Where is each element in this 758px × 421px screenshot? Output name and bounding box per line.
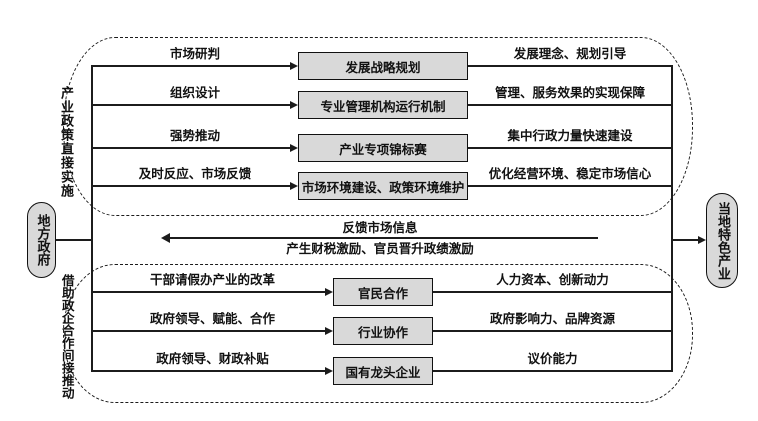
top-row4-left-line — [92, 185, 291, 187]
top-row2-left-line — [92, 104, 291, 106]
right-node-arrowhead-icon — [698, 235, 706, 244]
top-row1-arrowhead-icon — [290, 61, 298, 70]
top-group-outline — [63, 37, 693, 216]
bottom-row1-right-line — [433, 291, 672, 293]
right-trunk-line — [671, 65, 673, 372]
bottom-row2-right-label: 政府影响力、品牌资源 — [489, 311, 615, 326]
top-row3-right-label: 集中行政力量快速建设 — [507, 128, 633, 143]
top-row2-left-label: 组织设计 — [169, 85, 220, 100]
top-row4-arrowhead-icon — [290, 181, 298, 190]
bottom-row3-right-label: 议价能力 — [527, 351, 578, 366]
top-row2-right-label: 管理、服务效果的实现保障 — [494, 85, 645, 100]
left-trunk-line — [91, 65, 93, 373]
right-node-connector-line — [673, 239, 698, 241]
top-row3-left-line — [92, 146, 291, 150]
top-row3-left-label: 强势推动 — [169, 128, 220, 143]
top-row2-box: 专业管理机构运行机制 — [298, 91, 468, 119]
bottom-row2-left-line — [92, 330, 326, 332]
top-row1-right-label: 发展理念、规划引导 — [513, 46, 627, 61]
bottom-row3-left-line — [92, 370, 326, 372]
feedback-top-label: 反馈市场信息 — [342, 220, 418, 235]
feedback-bottom-label: 产生财税激励、官员晋升政绩激励 — [286, 241, 474, 256]
local-specialty-industry-label: 当地特色产业 — [715, 201, 730, 280]
top-row4-right-line — [468, 185, 672, 187]
bottom-group-outline — [63, 264, 693, 403]
local-government-label: 地方政府 — [34, 214, 50, 266]
bottom-row3-right-line — [433, 370, 672, 372]
local-specialty-industry-node: 当地特色产业 — [706, 193, 738, 288]
top-row1-left-line — [92, 65, 291, 67]
bottom-row1-arrowhead-icon — [325, 287, 333, 296]
feedback-arrowhead-icon — [161, 233, 170, 244]
bottom-row2-box: 行业协作 — [333, 317, 433, 345]
top-row3-box: 产业专项锦标赛 — [298, 134, 468, 162]
bottom-row2-right-line — [433, 330, 672, 332]
top-group-side-label: 产业政策直接实施 — [58, 86, 73, 198]
bottom-group-side-label: 借助政企合作间接推动 — [59, 273, 75, 399]
feedback-line — [170, 237, 598, 239]
top-row1-box: 发展战略规划 — [298, 52, 468, 80]
bottom-row1-right-label: 人力资本、创新动力 — [496, 272, 609, 287]
bottom-row2-left-label: 政府领导、赋能、合作 — [149, 311, 275, 326]
left-node-connector-line — [56, 239, 91, 241]
bottom-row1-box: 官民合作 — [333, 278, 433, 306]
bottom-row3-left-label: 政府领导、财政补贴 — [156, 351, 269, 366]
bottom-row3-arrowhead-icon — [325, 366, 333, 375]
top-row2-arrowhead-icon — [290, 100, 298, 109]
bottom-row1-left-label: 干部请假办产业的改革 — [149, 272, 275, 287]
top-row3-arrowhead-icon — [290, 143, 298, 152]
top-row4-left-label: 及时反应、市场反馈 — [138, 166, 252, 181]
top-row3-right-line — [468, 146, 672, 150]
top-row4-right-label: 优化经营环境、稳定市场信心 — [488, 166, 652, 181]
top-row4-box: 市场环境建设、政策环境维护 — [298, 172, 468, 200]
local-government-node: 地方政府 — [27, 202, 56, 278]
bottom-row3-box: 国有龙头企业 — [333, 357, 433, 385]
bottom-row2-arrowhead-icon — [325, 326, 333, 335]
top-row1-right-line — [468, 65, 672, 67]
top-row2-right-line — [468, 104, 672, 106]
top-row1-left-label: 市场研判 — [169, 46, 220, 61]
bottom-row1-left-line — [92, 291, 326, 293]
